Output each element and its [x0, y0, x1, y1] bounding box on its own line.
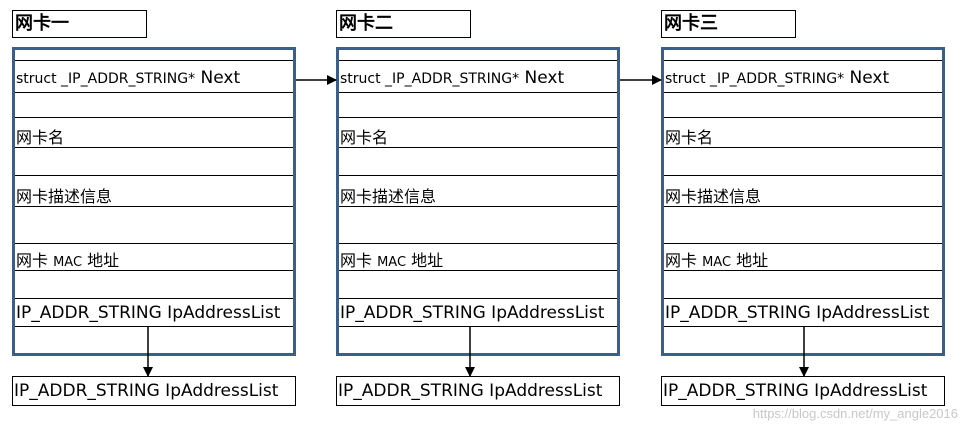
divider	[15, 117, 293, 118]
divider	[15, 147, 293, 148]
divider	[15, 60, 293, 61]
divider	[15, 243, 293, 244]
divider	[664, 60, 942, 61]
divider	[664, 175, 942, 176]
divider	[15, 92, 293, 93]
divider	[339, 117, 617, 118]
divider	[664, 270, 942, 271]
divider	[339, 147, 617, 148]
divider	[339, 175, 617, 176]
divider	[664, 92, 942, 93]
divider	[664, 206, 942, 207]
divider	[15, 270, 293, 271]
card-3-title: 网卡三	[661, 10, 796, 38]
adapter-description-field: 网卡描述信息	[340, 187, 437, 206]
divider	[664, 298, 942, 299]
card-1-address-list-box: IP_ADDR_STRING IpAddressList	[12, 376, 296, 406]
adapter-card-2: struct _IP_ADDR_STRING* Next 网卡名 网卡描述信息 …	[336, 47, 620, 356]
adapter-description-field: 网卡描述信息	[665, 187, 762, 206]
next-pointer-field: struct _IP_ADDR_STRING* Next	[340, 68, 565, 88]
card-2-title: 网卡二	[336, 10, 471, 38]
divider	[15, 206, 293, 207]
divider	[664, 243, 942, 244]
divider	[664, 147, 942, 148]
divider	[339, 326, 617, 327]
divider	[339, 92, 617, 93]
divider	[339, 206, 617, 207]
divider	[339, 270, 617, 271]
adapter-name-field: 网卡名	[340, 128, 389, 147]
watermark: https://blog.csdn.net/my_angle2016	[752, 406, 958, 421]
card-2-address-list-box: IP_ADDR_STRING IpAddressList	[336, 376, 620, 406]
divider	[15, 326, 293, 327]
adapter-description-field: 网卡描述信息	[16, 187, 113, 206]
divider	[339, 60, 617, 61]
divider	[339, 298, 617, 299]
adapter-card-3: struct _IP_ADDR_STRING* Next 网卡名 网卡描述信息 …	[661, 47, 945, 356]
divider	[339, 243, 617, 244]
divider	[664, 326, 942, 327]
adapter-name-field: 网卡名	[16, 128, 65, 147]
mac-address-field: 网卡 MAC 地址	[665, 251, 769, 270]
ip-address-list-field: IP_ADDR_STRING IpAddressList	[665, 303, 930, 323]
divider	[664, 117, 942, 118]
next-pointer-field: struct _IP_ADDR_STRING* Next	[16, 68, 241, 88]
card-1-title: 网卡一	[12, 10, 147, 38]
mac-address-field: 网卡 MAC 地址	[340, 251, 444, 270]
ip-address-list-field: IP_ADDR_STRING IpAddressList	[16, 303, 281, 323]
ip-address-list-field: IP_ADDR_STRING IpAddressList	[340, 303, 605, 323]
divider	[15, 298, 293, 299]
adapter-name-field: 网卡名	[665, 128, 714, 147]
next-pointer-field: struct _IP_ADDR_STRING* Next	[665, 68, 890, 88]
divider	[15, 175, 293, 176]
mac-address-field: 网卡 MAC 地址	[16, 251, 120, 270]
adapter-card-1: struct _IP_ADDR_STRING* Next 网卡名 网卡描述信息 …	[12, 47, 296, 356]
